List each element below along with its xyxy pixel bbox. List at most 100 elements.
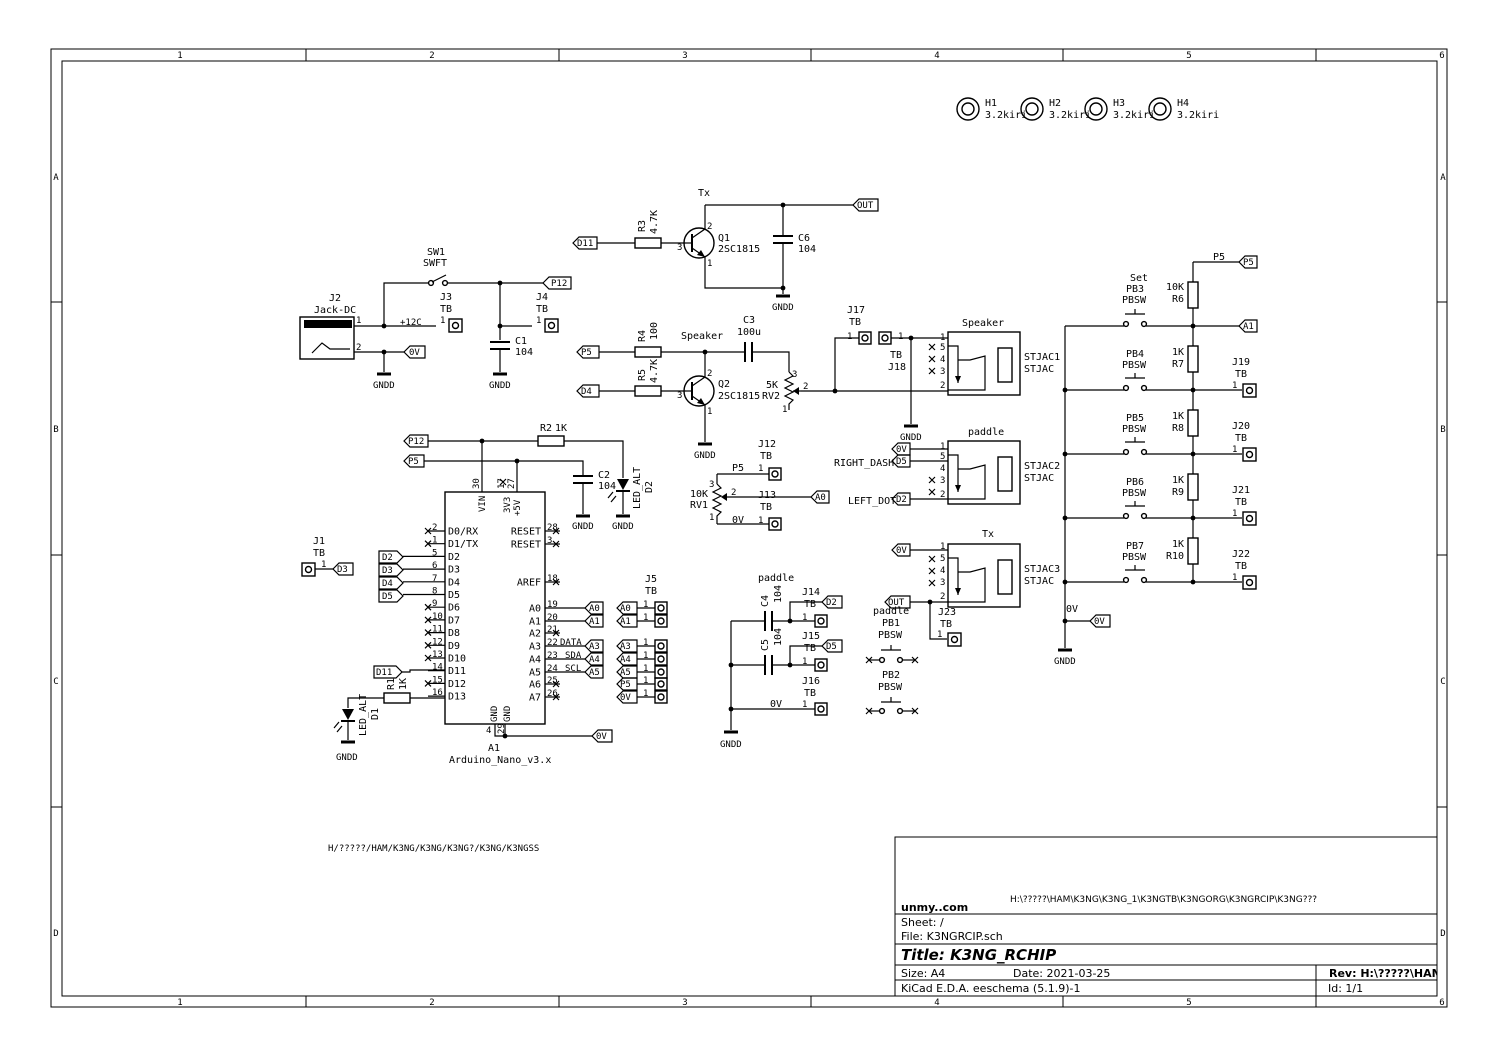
col-label: 3 (682, 51, 687, 61)
pin-num: 1 (1232, 573, 1237, 583)
row-label: A (1440, 173, 1446, 183)
gndd-label: GNDD (572, 522, 594, 532)
j4-value: TB (536, 304, 548, 315)
terminal-block (654, 601, 668, 615)
nano-pin-num: 15 (432, 675, 443, 685)
row-label: D (53, 929, 58, 939)
pin-num: 1 (782, 405, 787, 415)
nano-right-pins: 28RESET3RESET18AREF19A020A121A222A323A42… (511, 523, 585, 704)
i2c-label: SCL (565, 664, 581, 674)
terminal-screw (657, 642, 665, 650)
p5-label: P5 (408, 457, 419, 467)
stjac1-ref: STJAC1 (1024, 352, 1060, 363)
nano-pin-num: 30 (472, 478, 482, 489)
pin-num: 1 (440, 316, 445, 326)
terminal-block (654, 614, 668, 628)
row-label: D (1440, 929, 1445, 939)
arduino-section: P12 P5 R2 1K 30 17 27 VIN 3V3 +5V GNDD C… (301, 423, 655, 766)
button-ladder-section: P5 P5 10K R6 1K R7 1K R8 1K R9 1K R10 GN… (1054, 252, 1258, 667)
p12-label: P12 (408, 437, 424, 447)
out-label: OUT (888, 598, 905, 608)
d2-label: D2 (382, 553, 393, 563)
tb-rev-clip: Rev: H:\?????\HAM\K3NG\K3NG (1329, 967, 1500, 980)
row-label: B (1440, 425, 1445, 435)
r2-value: 1K (555, 423, 567, 434)
pin-num: 2 (731, 488, 736, 498)
r9-value: 1K (1172, 475, 1184, 486)
jack-pin: 3 (940, 578, 945, 588)
terminal-screw (657, 668, 665, 676)
d5-label: D5 (826, 642, 837, 652)
j16-value: TB (804, 688, 816, 699)
pin-num: 2 (707, 222, 712, 232)
j17-ref: J17 (847, 305, 865, 316)
nano-pin-name: VIN (478, 496, 488, 512)
pb3-ref: PB3 (1126, 284, 1144, 295)
jack-pin: 2 (940, 490, 945, 500)
out-label: OUT (857, 201, 874, 211)
tb-rev: Rev: H:\?????\HAM\K3NG\K3NG (1329, 967, 1500, 980)
nano-pin-num: 29 (497, 723, 507, 734)
tb-id: Id: 1/1 (1328, 982, 1363, 995)
d11-label: D11 (577, 239, 593, 249)
pin-num: 1 (802, 700, 807, 710)
jack-pin: 1 (940, 442, 945, 452)
jacks-section: J17 TB 1 1 TB J18 GNDD Speaker STJAC1 ST… (834, 305, 1060, 715)
stjac2-value: STJAC (1024, 473, 1054, 484)
p5-label: P5 (1243, 258, 1254, 268)
j15-value: TB (804, 643, 816, 654)
pin-num: 3 (709, 480, 714, 490)
j4-ref: J4 (536, 292, 548, 303)
j5-ref: J5 (645, 574, 657, 585)
pb6-value: PBSW (1122, 488, 1147, 499)
j5-pin-num: 1 (643, 689, 648, 699)
q2-value: 2SC1815 (718, 391, 760, 402)
r3-ref: R3 (637, 220, 648, 232)
terminal-block (654, 652, 668, 666)
j20-ref: J20 (1232, 421, 1250, 432)
h3-value: 3.2kiri (1113, 110, 1155, 121)
nano-pin-name: D8 (448, 628, 460, 639)
j5-net-text: 0V (620, 693, 631, 703)
v0-label: 0V (409, 348, 420, 358)
jack-pin: 1 (940, 542, 945, 552)
paddle-filter-section: paddle GNDD C4 104 C5 104 J14 TB 1 D2 J1… (720, 573, 843, 750)
nano-pin-name: A6 (529, 680, 541, 691)
j5-net-text: A5 (620, 668, 631, 678)
sw1-value: SWFT (423, 258, 447, 269)
tb-title: Title: K3NG_RCHIP (901, 946, 1056, 964)
no-connect-mark (424, 679, 432, 687)
rv2-value: 5K (766, 380, 778, 391)
j5-net-text: A1 (620, 617, 631, 627)
nano-pin-name: D13 (448, 692, 466, 703)
i2c-label: DATA (560, 638, 582, 648)
jack-pin: 4 (940, 566, 945, 576)
power-input-section: J2 Jack-DC 1 2 GNDD +12C SW1 SWFT J3 TB … (299, 247, 572, 391)
no-connect-mark (552, 578, 560, 586)
h4-ref: H4 (1177, 98, 1189, 109)
tx-label: Tx (698, 188, 710, 199)
j16-ref: J16 (802, 676, 820, 687)
h1-ref: H1 (985, 98, 997, 109)
r9-ref: R9 (1172, 487, 1184, 498)
col-label: 4 (934, 998, 939, 1008)
r8-ref: R8 (1172, 423, 1184, 434)
h2-value: 3.2kiri (1049, 110, 1091, 121)
tb-size: Size: A4 (901, 967, 945, 980)
rv1-ref: RV1 (690, 500, 708, 511)
no-connect-mark (424, 654, 432, 662)
row-label: C (1440, 677, 1445, 687)
no-connect-mark (424, 616, 432, 624)
col-label: 6 (1439, 51, 1444, 61)
nano-pin-name: A2 (529, 629, 541, 640)
left-dot-label: LEFT_DOT (848, 496, 896, 507)
j2-ref: J2 (329, 293, 341, 304)
c6-ref: C6 (798, 233, 810, 244)
p5-net-label: P5 (732, 463, 744, 474)
tb-company: unmy..com (901, 901, 968, 914)
nano-pin-name: GND (503, 706, 513, 722)
j18-value: TB (890, 350, 902, 361)
nano-pin-name: 3V3 (503, 497, 513, 513)
nano-pin-num: 28 (547, 523, 558, 533)
r7-ref: R7 (1172, 359, 1184, 370)
